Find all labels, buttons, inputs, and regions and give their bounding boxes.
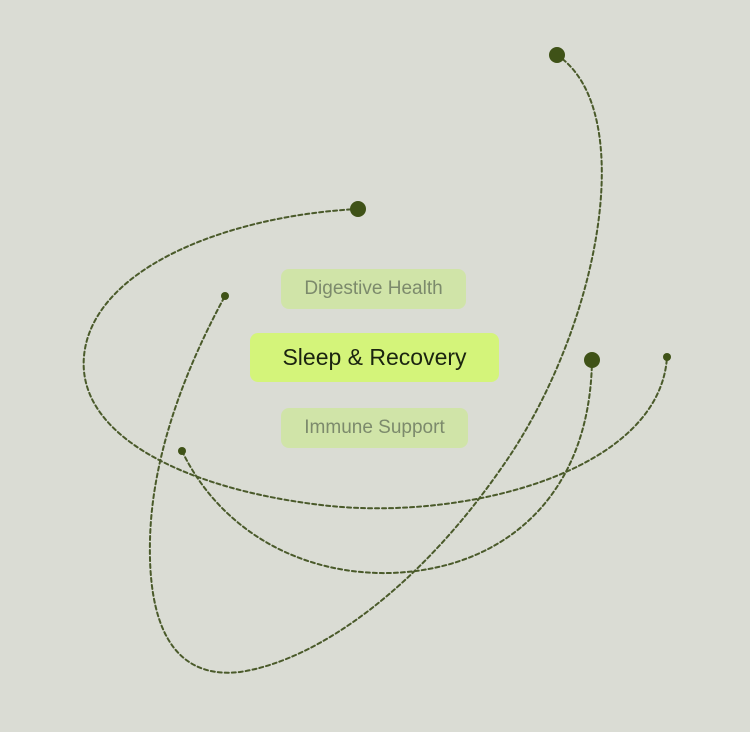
category-pill-digestive-health[interactable]: Digestive Health (281, 269, 466, 309)
orbit-path-2 (82, 208, 668, 510)
orbit-dot-large-right (584, 352, 600, 368)
category-pill-sleep-recovery[interactable]: Sleep & Recovery (250, 333, 499, 382)
category-pill-label: Immune Support (304, 417, 445, 438)
orbit-dot-small-far-right (663, 353, 671, 361)
orbit-dot-large-top-right (549, 47, 565, 63)
orbit-dot-small-left-lower (178, 447, 186, 455)
orbit-path-1 (148, 54, 603, 674)
category-pill-label: Sleep & Recovery (282, 344, 467, 370)
category-pill-immune-support[interactable]: Immune Support (281, 408, 468, 448)
orbit-path-3 (181, 359, 593, 575)
orbit-dot-small-left-upper (221, 292, 229, 300)
category-pill-label: Digestive Health (304, 278, 443, 299)
orbit-dot-large-upper-middle (350, 201, 366, 217)
